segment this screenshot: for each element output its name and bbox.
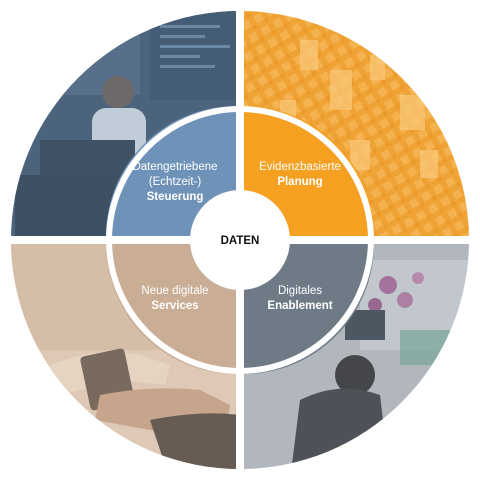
label-top-right-line1: Evidenzbasierte (259, 161, 341, 173)
label-bottom-right-line1: Digitales (278, 285, 322, 297)
center-label: DATEN (221, 235, 260, 247)
label-top-left-bold: Steuerung (147, 191, 204, 203)
inner-ring (106, 106, 374, 374)
label-bottom-left-bold: Services (151, 300, 198, 312)
label-top-left-line2: (Echtzeit-) (149, 176, 202, 188)
quadrant-bottom-left (106, 244, 236, 374)
label-top-left-line1: Datengetriebene (132, 161, 217, 173)
label-top-right-bold: Planung (277, 176, 322, 188)
label-top-left: Datengetriebene (Echtzeit-) Steuerung (132, 161, 217, 203)
center-hub (190, 190, 290, 290)
quadrant-top-left (106, 106, 236, 236)
flowers (368, 272, 424, 312)
label-bottom-right: Digitales Enablement (267, 285, 332, 312)
quadrant-top-right (244, 106, 374, 236)
label-top-right: Evidenzbasierte Planung (259, 161, 341, 188)
label-bottom-right-bold: Enablement (267, 300, 332, 312)
label-bottom-left-line1: Neue digitale (141, 285, 208, 297)
label-bottom-left: Neue digitale Services (141, 285, 208, 312)
inner-ring-border (106, 106, 374, 374)
quadrant-bottom-right (244, 244, 374, 374)
